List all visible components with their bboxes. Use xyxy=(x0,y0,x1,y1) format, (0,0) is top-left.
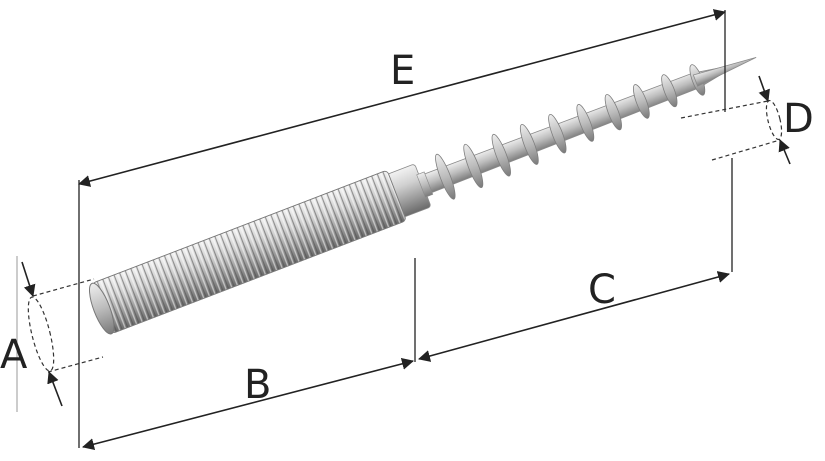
dimension-label-e: E xyxy=(390,48,415,94)
bolt-end-face xyxy=(89,282,115,335)
dimension-b: B xyxy=(82,258,416,451)
hanger-bolt-icon xyxy=(89,56,757,335)
dimension-label-c: C xyxy=(588,267,616,313)
machine-thread-section xyxy=(92,170,407,334)
screw-tip xyxy=(692,56,757,87)
wood-screw-section xyxy=(415,56,757,200)
dimension-c: C xyxy=(418,158,733,362)
dimension-label-b: B xyxy=(244,362,271,408)
dimension-d: D xyxy=(680,75,814,165)
dimension-label-d: D xyxy=(783,96,814,142)
dimension-e: E xyxy=(78,9,726,448)
dimension-a: A xyxy=(0,256,104,412)
dimension-label-a: A xyxy=(0,332,28,378)
